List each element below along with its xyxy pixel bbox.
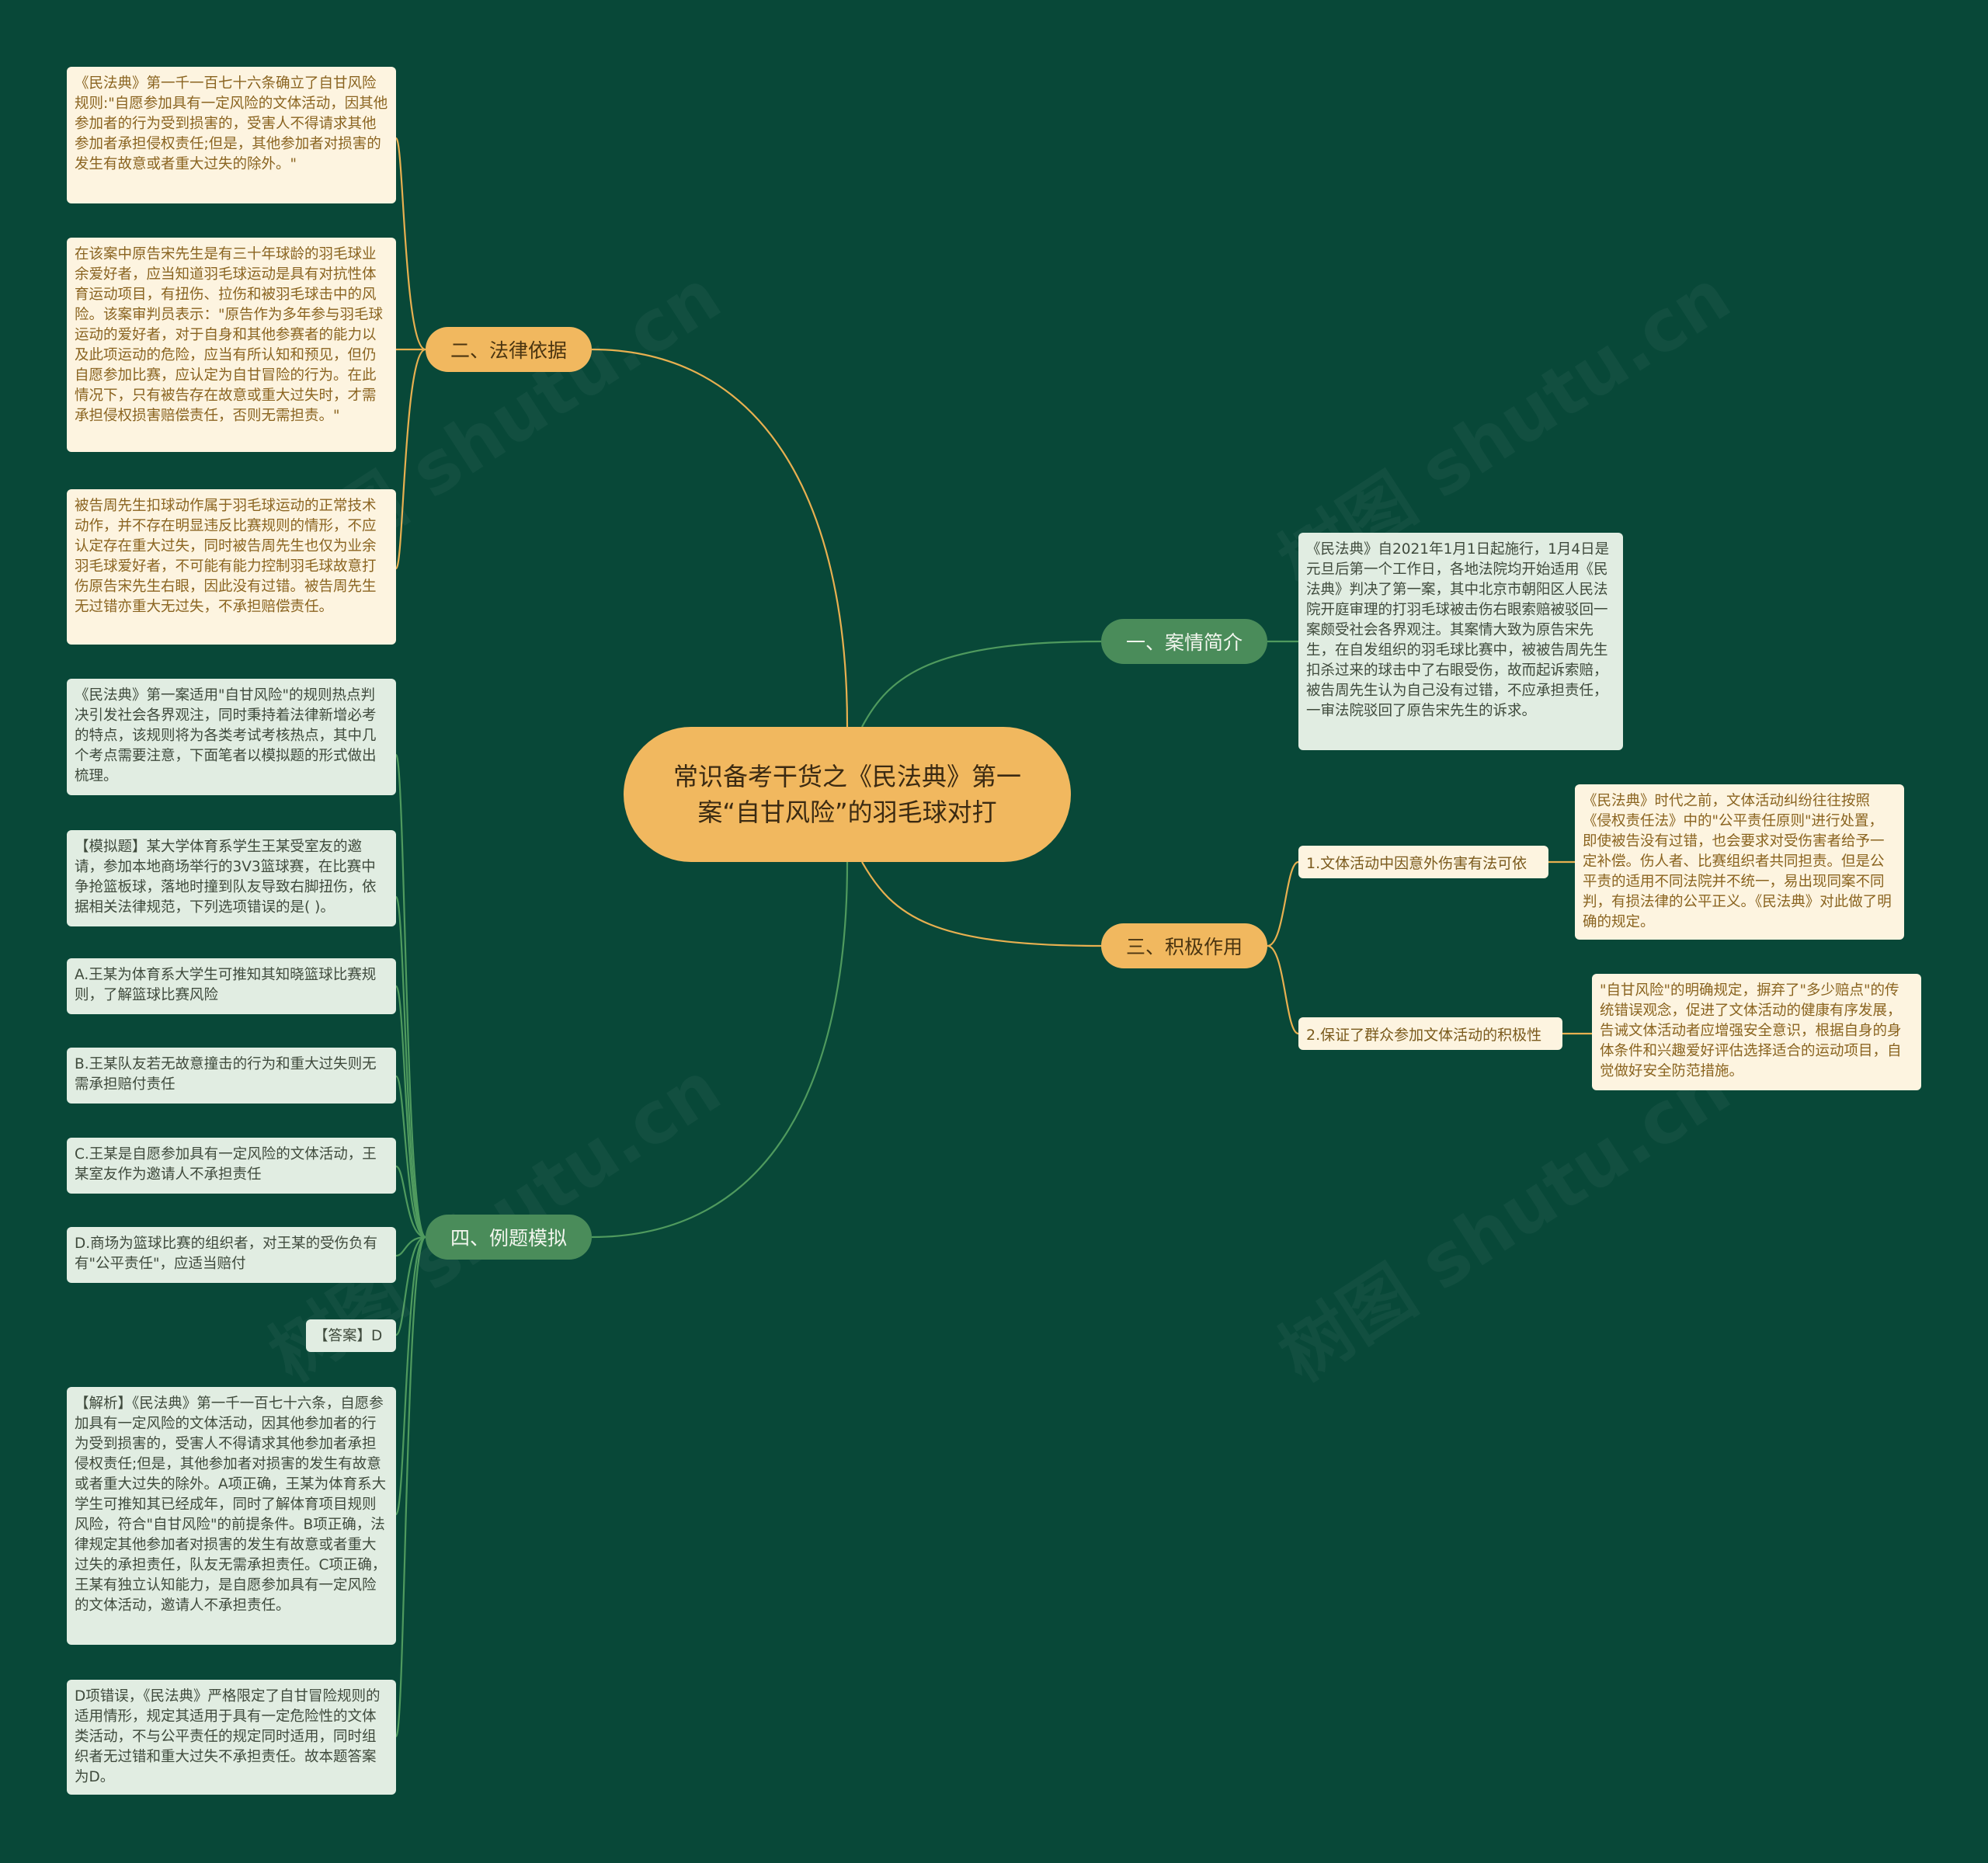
branch-example-questions[interactable]: 四、例题模拟: [426, 1215, 592, 1260]
branch-case-summary[interactable]: 一、案情简介: [1101, 619, 1267, 664]
sub-topic-label: 1.文体活动中因意外伤害有法可依: [1306, 854, 1527, 872]
example-intro-card: 《民法典》第一案适用"自甘风险"的规则热点判决引发社会各界观注，同时秉持着法律新…: [67, 679, 396, 795]
analysis-card: 【解析】《民法典》第一千一百七十六条，自愿参加具有一定风险的文体活动，因其他参加…: [67, 1387, 396, 1645]
sub-topic-legal-basis-for-injury[interactable]: 1.文体活动中因意外伤害有法可依: [1298, 846, 1548, 878]
central-topic[interactable]: 常识备考干货之《民法典》第一案“自甘风险”的羽毛球对打: [624, 727, 1071, 862]
option-c-card: C.王某是自愿参加具有一定风险的文体活动，王某室友作为邀请人不承担责任: [67, 1138, 396, 1194]
positive-effect-card: "自甘风险"的明确规定，摒弃了"多少赔点"的传统错误观念，促进了文体活动的健康有…: [1592, 974, 1921, 1090]
branch-label: 一、案情简介: [1125, 631, 1242, 654]
branch-label: 二、法律依据: [450, 339, 567, 362]
case-summary-card: 《民法典》自2021年1月1日起施行，1月4日是元旦后第一个工作日，各地法院均开…: [1298, 533, 1623, 750]
branch-legal-basis[interactable]: 二、法律依据: [426, 327, 592, 372]
branch-positive-effects[interactable]: 三、积极作用: [1101, 923, 1267, 968]
link-central-b2: [591, 348, 849, 728]
link-central-b3: [861, 861, 1102, 947]
option-d-card: D.商场为篮球比赛的组织者，对王某的受伤负有有"公平责任"，应适当赔付: [67, 1227, 396, 1283]
answer-card: 【答案】D: [306, 1319, 396, 1352]
positive-effect-card: 《民法典》时代之前，文体活动纠纷往往按照《侵权责任法》中的"公平责任原则"进行处…: [1575, 784, 1904, 940]
sub-topic-public-participation[interactable]: 2.保证了群众参加文体活动的积极性: [1298, 1017, 1562, 1050]
legal-basis-card: 《民法典》第一千一百七十六条确立了自甘风险规则:"自愿参加具有一定风险的文体活动…: [67, 67, 396, 203]
example-question-card: 【模拟题】某大学体育系学生王某受室友的邀请，参加本地商场举行的3V3篮球赛，在比…: [67, 830, 396, 926]
analysis-conclusion-card: D项错误，《民法典》严格限定了自甘冒险规则的适用情形，规定其适用于具有一定危险性…: [67, 1680, 396, 1795]
branch-label: 四、例题模拟: [450, 1227, 567, 1250]
legal-basis-card: 被告周先生扣球动作属于羽毛球运动的正常技术动作，并不存在明显违反比赛规则的情形，…: [67, 489, 396, 645]
legal-basis-card: 在该案中原告宋先生是有三十年球龄的羽毛球业余爱好者，应当知道羽毛球运动是具有对抗…: [67, 238, 396, 452]
branch-label: 三、积极作用: [1125, 936, 1242, 958]
option-a-card: A.王某为体育系大学生可推知其知晓篮球比赛规则，了解篮球比赛风险: [67, 958, 396, 1014]
link-b2-cards: [394, 137, 426, 570]
link-b3-subs: [1267, 860, 1299, 1035]
central-topic-title: 常识备考干货之《民法典》第一案“自甘风险”的羽毛球对打: [673, 762, 1021, 827]
sub-topic-label: 2.保证了群众参加文体活动的积极性: [1306, 1026, 1542, 1044]
link-central-b4: [591, 861, 849, 1239]
link-central-b1: [861, 640, 1102, 728]
option-b-card: B.王某队友若无故意撞击的行为和重大过失则无需承担赔付责任: [67, 1048, 396, 1104]
